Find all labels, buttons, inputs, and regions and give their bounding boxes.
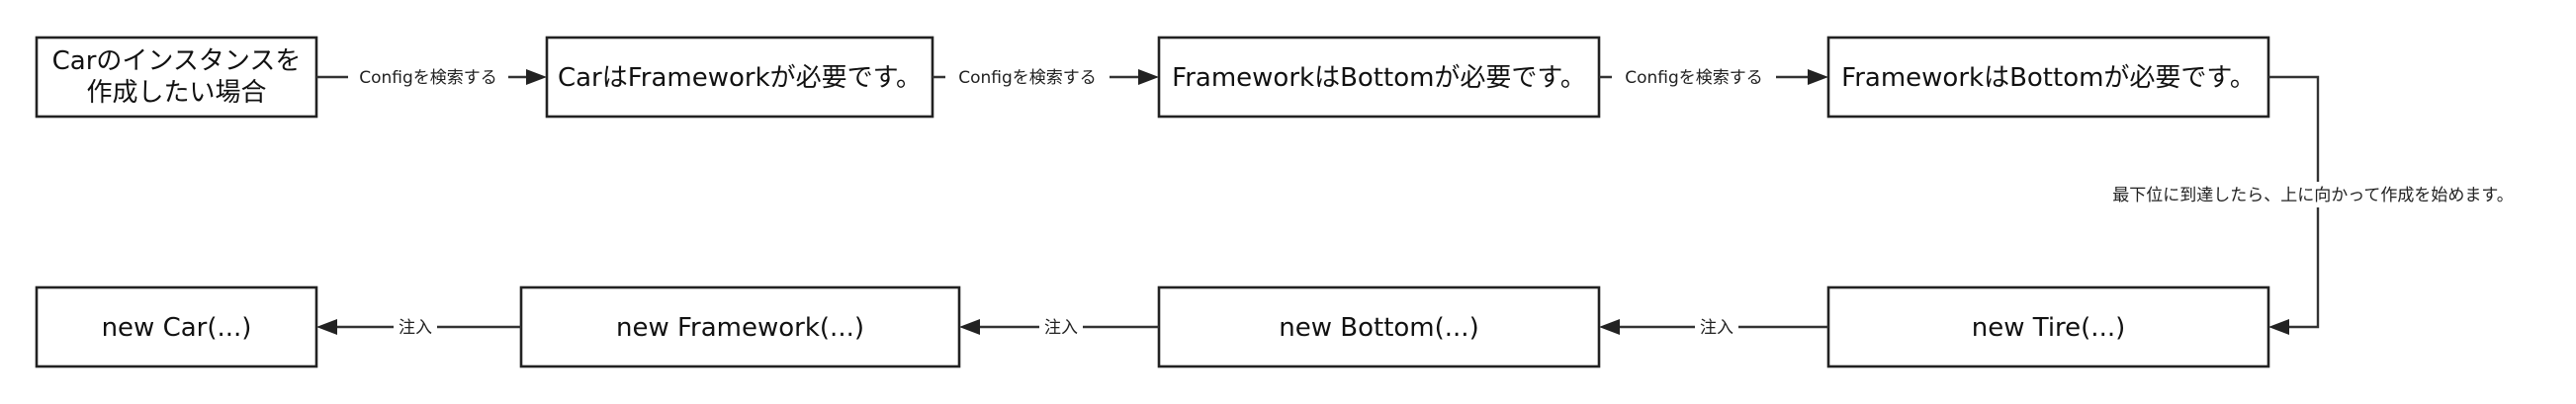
edge-bottom-reached: 最下位に到達したら、上に向かって作成を始めます。 (2085, 75, 2541, 335)
edge-inject-3: 注入 (316, 315, 521, 339)
arrowhead-right-icon (1808, 69, 1828, 85)
arrowhead-right-icon (1138, 69, 1159, 85)
node-car-needs-framework-label: CarはFrameworkが必要です。 (558, 63, 922, 93)
node-new-bottom: new Bottom(...) (1157, 285, 1601, 368)
edge-inject-3-label: 注入 (399, 318, 432, 338)
node-car-instance-line1: Carのインスタンスを (52, 46, 302, 76)
arrowhead-left-icon (316, 319, 337, 335)
arrowhead-right-icon (526, 69, 547, 85)
edge-search-config-1: Configを検索する (316, 65, 547, 89)
node-new-bottom-label: new Bottom(...) (1279, 313, 1478, 343)
node-car-needs-framework: CarはFrameworkが必要です。 (545, 36, 934, 119)
edge-search-config-1-label: Configを検索する (359, 68, 497, 88)
edge-inject-2: 注入 (959, 315, 1159, 339)
edge-inject-1-label: 注入 (1700, 318, 1733, 338)
edge-inject-2-label: 注入 (1044, 318, 1078, 338)
edge-inject-1: 注入 (1599, 315, 1828, 339)
edge-search-config-3: Configを検索する (1599, 65, 1828, 89)
node-framework-needs-bottom-2-label: FrameworkはBottomが必要です。 (1841, 63, 2256, 93)
edge-search-config-3-label: Configを検索する (1625, 68, 1763, 88)
node-new-tire-label: new Tire(...) (1972, 313, 2126, 343)
arrowhead-left-icon (959, 319, 980, 335)
node-new-car: new Car(...) (35, 285, 318, 368)
node-car-instance: Carのインスタンスを 作成したい場合 (35, 36, 318, 119)
node-new-framework: new Framework(...) (519, 285, 961, 368)
arrowhead-left-icon (2268, 319, 2289, 335)
node-framework-needs-bottom-2: FrameworkはBottomが必要です。 (1826, 36, 2270, 119)
node-new-car-label: new Car(...) (102, 313, 252, 343)
node-car-instance-line2: 作成したい場合 (86, 78, 266, 108)
edge-search-config-2: Configを検索する (933, 65, 1159, 89)
node-new-tire: new Tire(...) (1826, 285, 2270, 368)
node-new-framework-label: new Framework(...) (616, 313, 864, 343)
node-framework-needs-bottom-1-label: FrameworkはBottomが必要です。 (1172, 63, 1586, 93)
edge-bottom-reached-label: 最下位に到達したら、上に向かって作成を始めます。 (2112, 186, 2513, 205)
arrowhead-left-icon (1599, 319, 1620, 335)
edge-search-config-2-label: Configを検索する (958, 68, 1097, 88)
node-framework-needs-bottom-1: FrameworkはBottomが必要です。 (1157, 36, 1601, 119)
